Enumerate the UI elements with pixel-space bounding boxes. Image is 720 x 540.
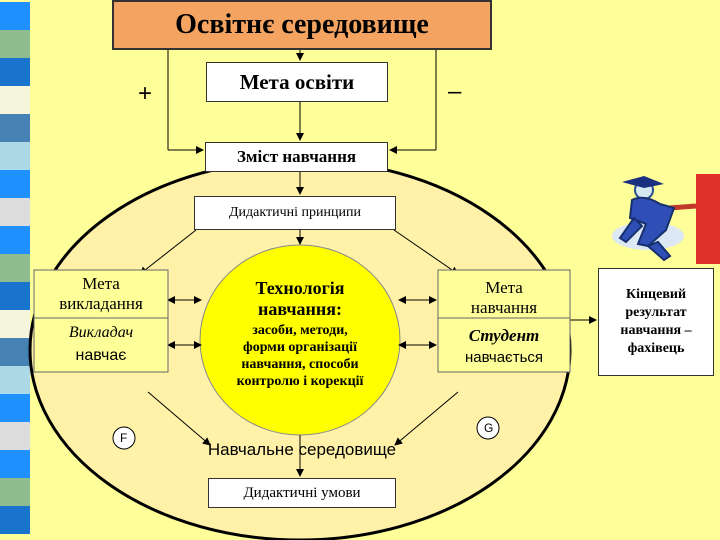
learning-goal-line1: Мета <box>485 278 523 297</box>
teaching-panel <box>33 269 169 373</box>
strip-square <box>0 422 30 450</box>
technology-title: Технологія навчання: <box>210 278 390 320</box>
technology-desc-line: навчання, способи <box>241 357 359 372</box>
learning-panel <box>437 269 571 373</box>
teaching-goal-line2: викладання <box>59 294 143 313</box>
feedback-circle-left <box>112 426 136 450</box>
content-of-learning-box: Зміст навчання <box>205 142 388 172</box>
teaching-goal-line1: Мета <box>82 274 120 293</box>
result-line: фахівець <box>627 341 685 356</box>
learning-environment-label: Навчальне середовище <box>207 440 397 459</box>
strip-square <box>0 450 30 478</box>
strip-square <box>0 58 30 86</box>
teacher-action-label: навчає <box>75 347 127 364</box>
plus-sign: + <box>138 80 153 107</box>
strip-square <box>0 226 30 254</box>
technology-desc-line: форми організації <box>243 340 357 355</box>
didactic-principles-box: Дидактичні принципи <box>194 196 396 230</box>
strip-square <box>0 478 30 506</box>
technology-title-line1: Технологія <box>255 278 345 298</box>
strip-square <box>0 142 30 170</box>
strip-square <box>0 2 30 30</box>
technology-description: засоби, методи, форми організації навчан… <box>210 322 390 390</box>
title-box: Освітнє середовище <box>112 0 492 50</box>
strip-square <box>0 30 30 58</box>
teaching-goal-label: Мета викладання <box>34 274 168 314</box>
minus-sign: – <box>448 78 462 105</box>
decorative-side-strip <box>0 0 64 540</box>
technology-desc-line: засоби, методи, <box>252 323 348 338</box>
learning-goal-label: Мета навчання <box>438 278 570 318</box>
strip-square <box>0 254 30 282</box>
strip-square <box>0 198 30 226</box>
result-line: навчання – <box>620 323 692 338</box>
strip-square <box>0 338 30 366</box>
student-action-label: навчається <box>464 349 544 366</box>
strip-square <box>0 170 30 198</box>
strip-square <box>0 366 30 394</box>
feedback-circle-right <box>476 416 500 440</box>
strip-square <box>0 282 30 310</box>
result-line: Кінцевий <box>625 287 687 302</box>
learning-goal-line2: навчання <box>470 298 538 317</box>
strip-square <box>0 394 30 422</box>
technology-desc-line: контролю і корекції <box>236 374 364 389</box>
result-line: результат <box>625 305 687 320</box>
strip-square <box>0 86 30 114</box>
feedback-label-right: G <box>484 421 494 435</box>
strip-square <box>0 506 30 534</box>
feedback-label-left: F <box>120 431 128 445</box>
aim-of-education-box: Мета освіти <box>206 62 388 102</box>
technology-title-line2: навчання: <box>257 299 343 319</box>
student-role-label: Студент <box>468 326 540 345</box>
final-result-box: Кінцевий результат навчання – фахівець <box>598 268 714 376</box>
strip-square <box>0 310 30 338</box>
graduate-pulling-rope-icon <box>612 174 720 264</box>
strip-square <box>0 114 30 142</box>
teacher-role-label: Викладач <box>68 324 134 341</box>
didactic-conditions-box: Дидактичні умови <box>208 478 396 508</box>
